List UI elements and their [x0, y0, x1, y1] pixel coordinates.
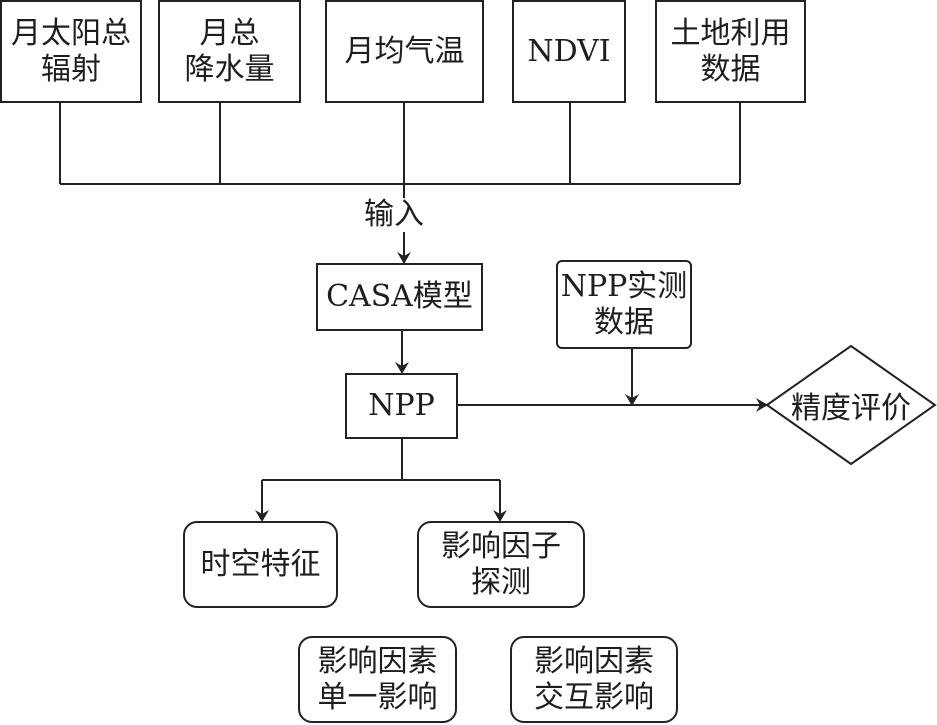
input-box-solar-radiation: 月太阳总 辐射 — [0, 0, 142, 103]
casa-model-box: CASA模型 — [316, 263, 483, 331]
input-box-ndvi: NDVI — [512, 0, 626, 103]
input-box-temperature: 月均气温 — [325, 0, 484, 103]
input-label: 输入 — [364, 197, 424, 232]
spatiotemporal-features-box: 时空特征 — [183, 521, 338, 608]
accuracy-evaluation-label: 精度评价 — [791, 391, 911, 426]
interaction-effect-box: 影响因素 交互影响 — [510, 636, 678, 723]
npp-box: NPP — [345, 373, 458, 439]
single-effect-box: 影响因素 单一影响 — [298, 636, 457, 723]
input-box-precipitation: 月总 降水量 — [158, 0, 301, 103]
factor-detection-box: 影响因子 探测 — [417, 521, 585, 608]
input-box-land-use: 土地利用 数据 — [655, 0, 806, 103]
npp-measured-box: NPP实测 数据 — [556, 260, 692, 349]
accuracy-diamond — [765, 344, 937, 466]
